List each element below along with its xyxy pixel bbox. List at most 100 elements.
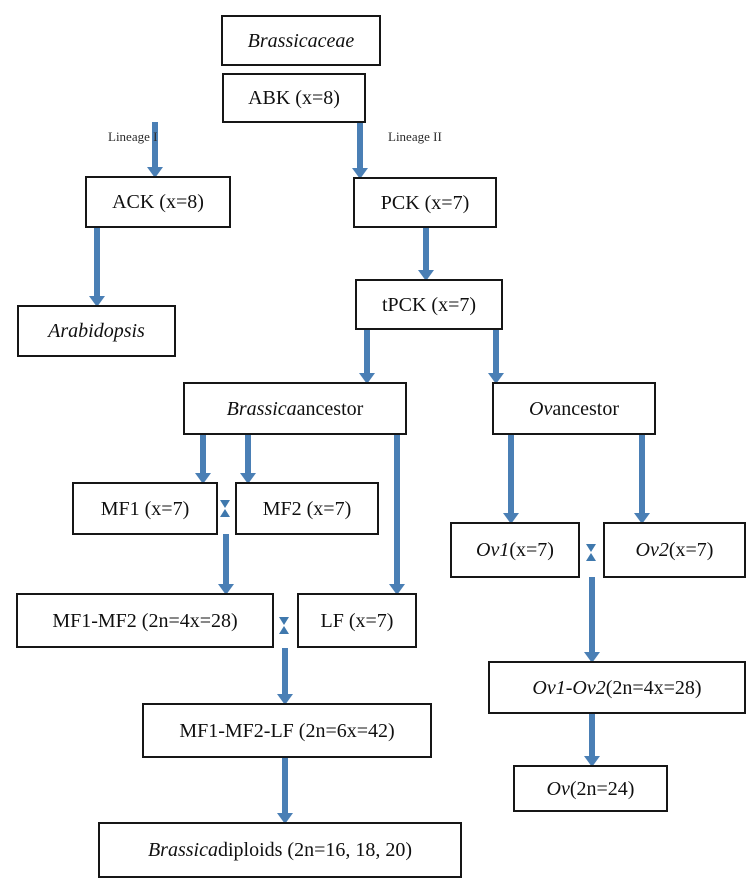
arrow-shaft	[508, 434, 514, 513]
arrow-tpck-to-brassica-ancestor	[359, 329, 375, 384]
arrow-shaft	[94, 227, 100, 296]
arrow-head	[277, 813, 293, 824]
lineage-2-label: Lineage II	[388, 129, 442, 144]
arrow-head	[418, 270, 434, 281]
arrow-ov-ancestor-to-ov2	[634, 434, 650, 524]
arrow-shaft	[639, 434, 645, 513]
arrow-head	[89, 296, 105, 307]
arrow-head	[352, 168, 368, 179]
node-mf1-mf2-lf: MF1-MF2-LF (2n=6x=42)	[142, 703, 432, 758]
arrow-head	[389, 584, 405, 595]
node-ov2-rest: (x=7)	[668, 539, 714, 561]
arrow-brassica-ancestor-to-mf2	[240, 434, 256, 484]
node-pck-label: PCK (x=7)	[380, 191, 470, 214]
hourglass-top	[279, 617, 289, 625]
node-tpck-label: tPCK (x=7)	[381, 293, 477, 316]
node-mf1-mf2: MF1-MF2 (2n=4x=28)	[16, 593, 274, 648]
node-ov1-ov2-genus: Ov1-Ov2	[532, 676, 606, 699]
node-ov2: Ov2 (x=7)	[603, 522, 746, 578]
arrow-shaft	[493, 329, 499, 373]
arrow-head	[488, 373, 504, 384]
merge-connector-ov1-ov2	[586, 544, 597, 561]
arrow-mf1-mf2-merge-to-box	[218, 534, 234, 595]
arrow-head	[503, 513, 519, 524]
node-mf1-mf2-lf-label: MF1-MF2-LF (2n=6x=42)	[179, 719, 395, 742]
arrow-abk-to-pck	[352, 122, 368, 179]
hourglass-bottom	[279, 626, 289, 634]
arrow-head	[277, 694, 293, 705]
arrow-brassica-ancestor-to-lf	[389, 434, 405, 595]
node-pck: PCK (x=7)	[353, 177, 497, 228]
node-ov: Ov (2n=24)	[513, 765, 668, 812]
node-mf1-label: MF1 (x=7)	[100, 497, 190, 520]
node-brassica-ancestor-rest: ancestor	[296, 397, 364, 420]
node-ov1-rest: (x=7)	[509, 539, 554, 561]
arrow-brassica-ancestor-to-mf1	[195, 434, 211, 484]
hourglass-top	[586, 544, 596, 552]
hourglass-bottom	[586, 553, 596, 561]
node-abk-label: ABK (x=8)	[248, 87, 340, 109]
arrow-head	[584, 756, 600, 767]
arrow-shaft	[357, 122, 363, 168]
arrow-head	[634, 513, 650, 524]
hourglass-bottom	[220, 509, 230, 517]
node-mf1-mf2-label: MF1-MF2 (2n=4x=28)	[52, 609, 238, 632]
node-mf2-label: MF2 (x=7)	[262, 497, 352, 520]
node-brassica-diploids-genus: Brassica	[147, 839, 218, 861]
node-arabidopsis: Arabidopsis	[17, 305, 176, 357]
node-ov2-genus: Ov2	[635, 539, 669, 561]
arrow-head	[240, 473, 256, 484]
arrow-shaft	[245, 434, 251, 473]
node-brassica-diploids-rest: diploids (2n=16, 18, 20)	[217, 839, 413, 861]
arrow-ov1ov2-to-ov	[584, 713, 600, 767]
lineage-1-label: Lineage I	[108, 129, 158, 144]
arrow-shaft	[200, 434, 206, 473]
arrow-head	[147, 167, 163, 178]
arrow-shaft	[394, 434, 400, 584]
arrow-head	[584, 652, 600, 663]
arrow-mf1mf2lf-merge-to-box	[277, 648, 293, 705]
arrow-head	[218, 584, 234, 595]
node-ov-ancestor: Ov ancestor	[492, 382, 656, 435]
arrow-shaft	[282, 757, 288, 813]
arrow-shaft	[364, 329, 370, 373]
node-ack: ACK (x=8)	[85, 176, 231, 228]
node-mf2: MF2 (x=7)	[235, 482, 379, 535]
node-abk: ABK (x=8)	[222, 73, 366, 123]
arrow-mf1mf2lf-to-brassica-diploids	[277, 757, 293, 824]
node-ack-label: ACK (x=8)	[112, 191, 204, 213]
node-lf: LF (x=7)	[297, 593, 417, 648]
node-ov1-genus: Ov1	[476, 539, 510, 561]
node-brassicaceae-label: Brassicaceae	[247, 29, 355, 52]
arrow-head	[195, 473, 211, 484]
arrow-shaft	[223, 534, 229, 584]
node-ov-rest: (2n=24)	[569, 777, 635, 800]
arrow-tpck-to-ov-ancestor	[488, 329, 504, 384]
arrow-shaft	[423, 227, 429, 270]
arrow-shaft	[589, 577, 595, 652]
node-brassica-ancestor: Brassica ancestor	[183, 382, 407, 435]
node-ov-ancestor-genus: Ov	[529, 397, 553, 420]
node-brassica-ancestor-genus: Brassica	[226, 397, 297, 420]
node-mf1: MF1 (x=7)	[72, 482, 218, 535]
node-tpck: tPCK (x=7)	[355, 279, 503, 330]
merge-connector-mf1mf2-lf	[279, 617, 290, 634]
arrow-shaft	[152, 122, 158, 167]
arrow-ack-to-arabidopsis	[89, 227, 105, 307]
merge-connector-mf1-mf2	[220, 500, 231, 517]
node-ov-ancestor-rest: ancestor	[552, 397, 619, 420]
node-lf-label: LF (x=7)	[320, 609, 394, 632]
arrow-ov1-ov2-merge-to-box	[584, 577, 600, 663]
arrow-shaft	[589, 713, 595, 756]
node-ov1: Ov1 (x=7)	[450, 522, 580, 578]
arrow-abk-to-ack	[147, 122, 163, 178]
arrow-shaft	[282, 648, 288, 694]
arrow-head	[359, 373, 375, 384]
node-ov1-ov2-rest: (2n=4x=28)	[605, 676, 702, 699]
arrow-pck-to-tpck	[418, 227, 434, 281]
node-ov-genus: Ov	[546, 777, 570, 800]
hourglass-top	[220, 500, 230, 508]
node-brassicaceae: Brassicaceae	[221, 15, 381, 66]
arrow-ov-ancestor-to-ov1	[503, 434, 519, 524]
